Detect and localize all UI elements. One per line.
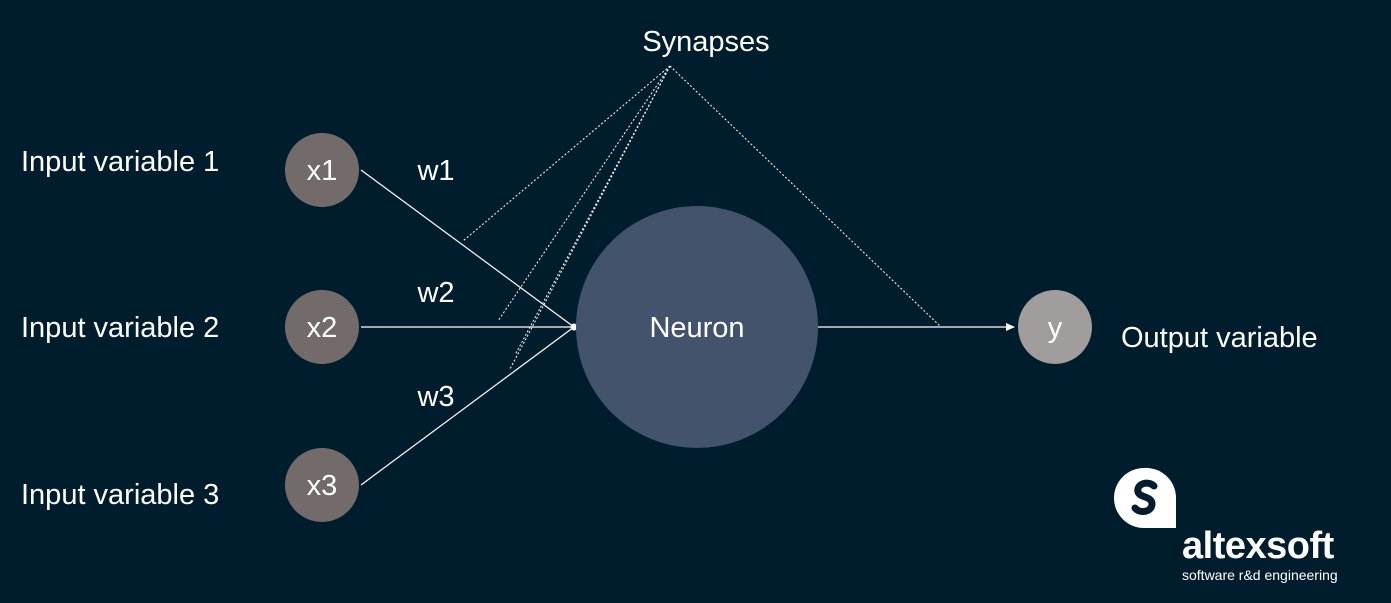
- node-label-x1: x1: [306, 155, 338, 187]
- input-variable-1-label: Input variable 1: [21, 146, 220, 178]
- neuron-label: Neuron: [649, 312, 745, 344]
- input-node-x1: [285, 133, 359, 207]
- weight-label-w1: w1: [417, 155, 455, 187]
- output-node-y: [1018, 290, 1092, 364]
- synapse-pointer-1: [462, 65, 671, 242]
- input-node-x3: [285, 448, 359, 522]
- weight-label-w3: w3: [417, 381, 455, 413]
- logo-tagline: software r&d engineering: [1182, 567, 1338, 583]
- altexsoft-logo: altexsoft software r&d engineering: [1114, 466, 1374, 596]
- synapse-connections: [360, 169, 575, 486]
- synapse-pointer-2: [497, 65, 671, 322]
- output-variable-label: Output variable: [1121, 322, 1318, 354]
- weight-label-w2: w2: [417, 277, 455, 309]
- node-label-x2: x2: [306, 312, 338, 344]
- neuron-node: [576, 206, 818, 448]
- input-variable-3-label: Input variable 3: [21, 479, 220, 511]
- input-node-x2: [285, 290, 359, 364]
- synapse-pointer-4: [509, 65, 671, 370]
- synapse-line-3: [360, 326, 575, 486]
- synapse-pointer-3: [514, 65, 671, 356]
- input-variable-2-label: Input variable 2: [21, 312, 220, 344]
- altexsoft-logo-icon: [1114, 467, 1177, 528]
- output-node-label: y: [1047, 312, 1063, 344]
- synapse-pointers: [462, 65, 941, 370]
- node-label-x3: x3: [306, 470, 338, 502]
- synapse-line-1: [360, 169, 575, 328]
- synapse-junction-dot: [570, 323, 578, 331]
- synapse-pointer-5: [669, 65, 941, 327]
- logo-wordmark: altexsoft: [1182, 525, 1334, 567]
- synapses-label: Synapses: [642, 26, 770, 58]
